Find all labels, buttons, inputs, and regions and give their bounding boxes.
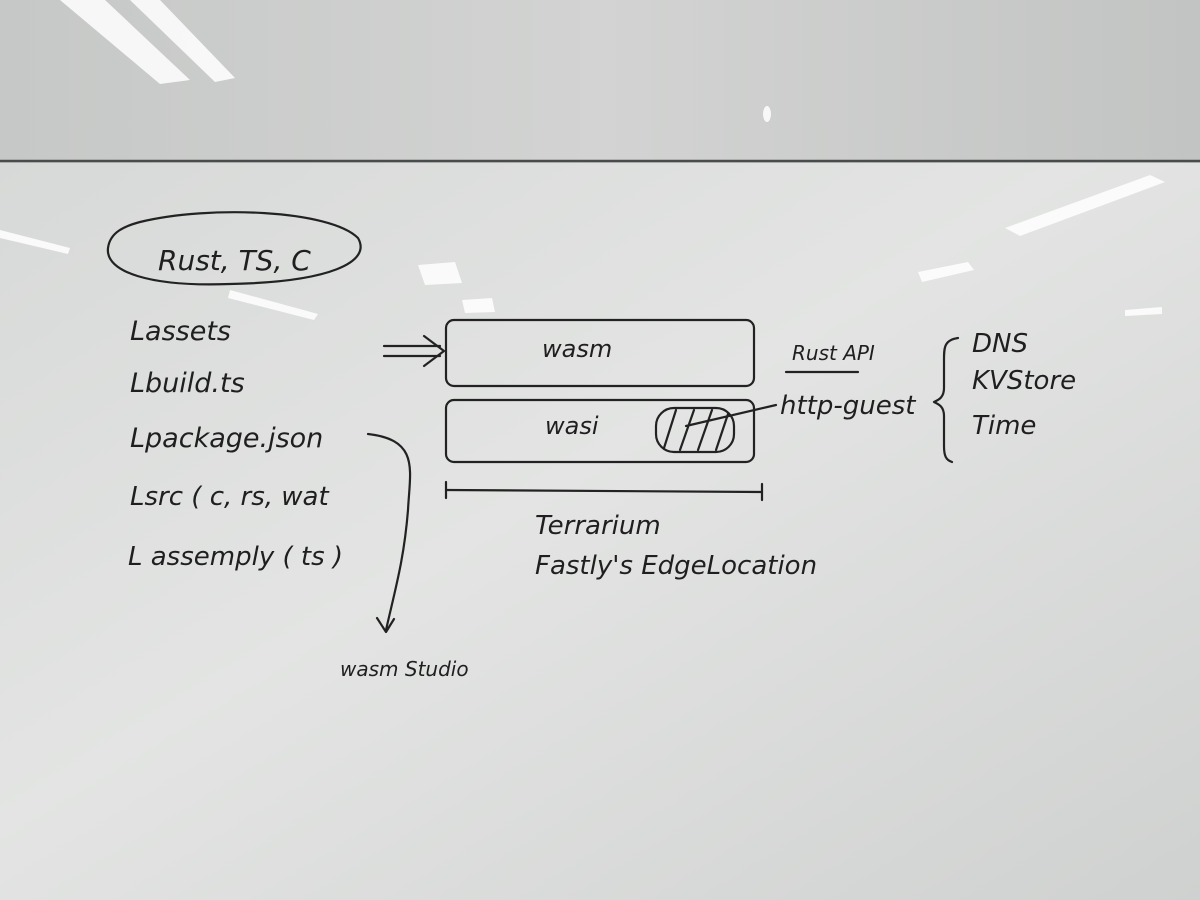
tree-item-src: Lsrc ( c, rs, wat [130,482,329,512]
platform-bracket [444,480,764,502]
platform-line1: Terrarium [535,511,661,541]
wasi-label: wasi [545,412,599,440]
languages-ellipse [106,211,362,286]
service-dns: DNS [972,329,1028,359]
guest-connector [684,403,778,428]
services-brace [932,336,960,464]
whiteboard-surface [0,163,1200,900]
http-guest-label: http-guest [780,391,916,421]
service-kvstore: KVStore [972,366,1076,396]
tree-item-build: Lbuild.ts [130,368,245,399]
studio-label: wasm Studio [340,657,469,681]
rust-api-label: Rust API [792,341,875,365]
wasm-label: wasm [542,335,612,363]
light-reflections [0,0,1165,320]
studio-arrowhead [375,616,396,634]
studio-arrow [366,432,412,632]
wasm-box [444,318,756,388]
languages-text: Rust, TS, C [158,244,311,277]
tree-item-package: Lpackage.json [130,423,323,454]
input-double-arrow [382,334,446,368]
service-time: Time [972,411,1036,441]
tree-item-assets: Lassets [130,316,231,347]
platform-line2: Fastly's EdgeLocation [535,551,817,581]
wasi-box [444,398,756,464]
upper-wall [0,0,1200,162]
tree-item-assembly: L assemply ( ts ) [128,542,343,572]
hatched-module [654,406,736,454]
